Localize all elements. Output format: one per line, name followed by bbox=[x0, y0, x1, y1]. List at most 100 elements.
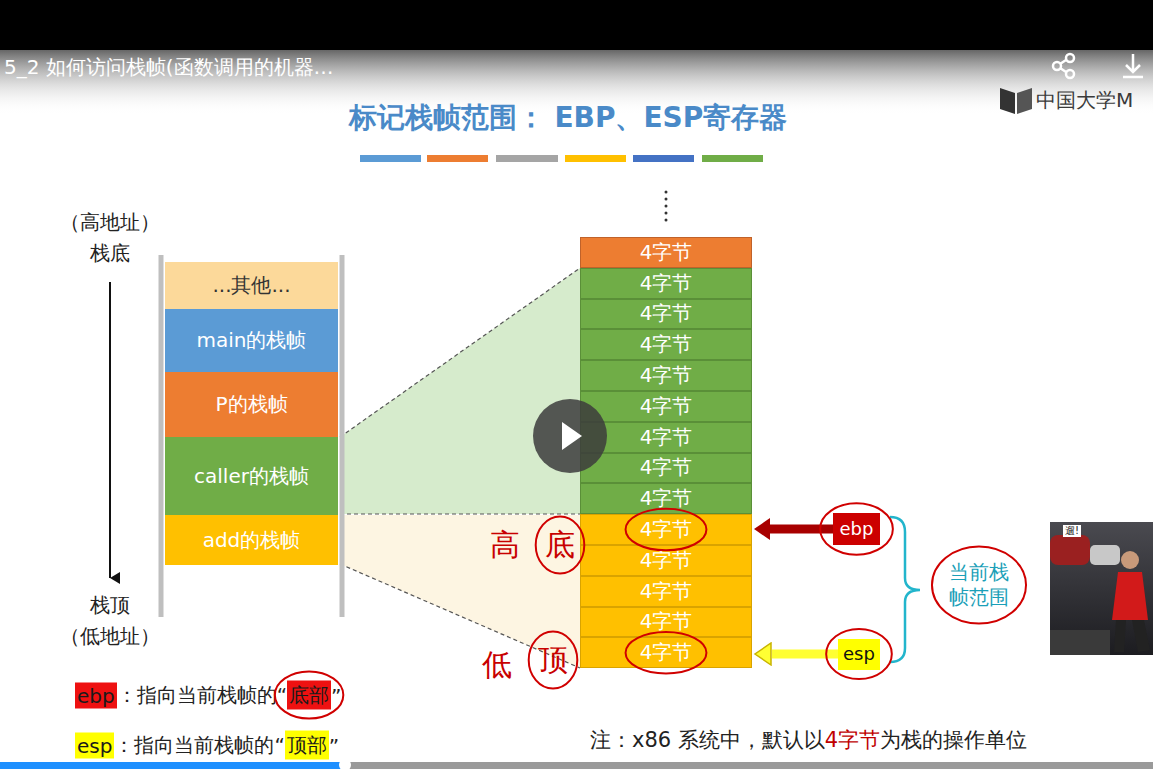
inset-caption: 遛! bbox=[1063, 525, 1081, 537]
node-text: 4字节 bbox=[640, 271, 693, 296]
dot bbox=[665, 212, 668, 215]
handwritten-note: 底 bbox=[545, 527, 575, 563]
growth-arrow bbox=[109, 282, 111, 578]
axis-label: 栈顶 bbox=[90, 593, 130, 617]
stack-cell: 4字节 bbox=[580, 268, 752, 299]
progress-bar bbox=[0, 759, 1153, 769]
node-text: 4字节 bbox=[640, 609, 693, 634]
inset-person bbox=[1114, 620, 1150, 652]
node-text: 4字节 bbox=[640, 640, 693, 665]
node-text: 4字节 bbox=[640, 240, 693, 265]
note-emphasis: 4字节 bbox=[825, 726, 880, 754]
stack-wall bbox=[159, 255, 164, 617]
node-text: caller的栈帧 bbox=[194, 464, 309, 489]
node-text: ...其他... bbox=[212, 273, 290, 298]
register-tag: esp bbox=[838, 639, 880, 670]
node-text: 当前栈帧范围 bbox=[948, 560, 1010, 610]
logo-text: 中国大学M bbox=[1036, 88, 1133, 112]
progress-knob bbox=[339, 759, 351, 769]
mooc-logo bbox=[1000, 88, 1032, 114]
stack-frame: ...其他... bbox=[165, 262, 338, 309]
node-text: 4字节 bbox=[640, 332, 693, 357]
progress-track bbox=[0, 762, 1153, 769]
stack-cell: 4字节 bbox=[580, 453, 752, 484]
stack-cell: 4字节 bbox=[580, 483, 752, 514]
dot bbox=[665, 205, 668, 208]
inset-ground bbox=[1050, 630, 1110, 655]
color-segment bbox=[427, 155, 488, 162]
stack-cell: 4字节 bbox=[580, 299, 752, 330]
stack-frame: P的栈帧 bbox=[165, 372, 338, 437]
stack-cell: 4字节 bbox=[580, 514, 752, 545]
node-text: ebp bbox=[840, 518, 874, 541]
top-bar bbox=[0, 0, 1153, 50]
highlight-word: 顶部 bbox=[285, 731, 329, 760]
color-segment bbox=[360, 155, 421, 162]
share-icon bbox=[1060, 60, 1066, 72]
logo-book bbox=[1000, 88, 1015, 114]
slide-title: 标记栈帧范围： EBP、ESP寄存器 bbox=[349, 99, 788, 137]
handwritten-note: 高 bbox=[490, 527, 520, 563]
logo-book bbox=[1017, 88, 1032, 114]
stack-frame: add的栈帧 bbox=[165, 515, 338, 565]
node-text: 4字节 bbox=[640, 579, 693, 604]
dashed-line bbox=[340, 513, 580, 514]
dot bbox=[665, 219, 668, 222]
note-text: ：指向当前栈帧的“ bbox=[117, 682, 287, 709]
note-text: ” bbox=[329, 733, 339, 757]
range-note: 当前栈帧范围 bbox=[948, 557, 1010, 613]
node-text: add的栈帧 bbox=[203, 528, 301, 553]
node-text: P的栈帧 bbox=[215, 392, 287, 417]
player-icons bbox=[1053, 54, 1143, 78]
share-icon bbox=[1066, 54, 1074, 62]
dot bbox=[665, 198, 668, 201]
stack-cell: 4字节 bbox=[580, 422, 752, 453]
video-title: 5_2 如何访问栈帧(函数调用的机器… bbox=[4, 55, 334, 79]
note-line: ebp：指向当前栈帧的“底部” bbox=[75, 681, 341, 710]
note-line: esp：指向当前栈帧的“顶部” bbox=[75, 731, 339, 760]
ellipsis-dots bbox=[665, 191, 668, 222]
note-text: 注：x86 系统中，默认以 bbox=[590, 726, 825, 754]
node-text: 4字节 bbox=[640, 363, 693, 388]
stack-cell: 4字节 bbox=[580, 237, 752, 268]
axis-label: （高地址） bbox=[60, 210, 160, 234]
node-text: 4字节 bbox=[640, 486, 693, 511]
inset-person bbox=[1112, 572, 1148, 620]
hand-circle bbox=[932, 547, 1026, 624]
stack-wall bbox=[340, 255, 345, 617]
node-text: 4字节 bbox=[640, 455, 693, 480]
note-line: 注：x86 系统中，默认以4字节为栈的操作单位 bbox=[590, 726, 1027, 754]
zoom-shade bbox=[340, 268, 580, 514]
stack-cell: 4字节 bbox=[580, 360, 752, 391]
stack-frame: main的栈帧 bbox=[165, 309, 338, 372]
stack-cell: 4字节 bbox=[580, 329, 752, 360]
dashed-line bbox=[340, 268, 580, 437]
inset-car bbox=[1050, 535, 1090, 565]
stack-cell: 4字节 bbox=[580, 391, 752, 422]
note-text: ” bbox=[331, 683, 341, 707]
color-segment bbox=[702, 155, 763, 162]
video-inset bbox=[1050, 522, 1153, 655]
progress-played bbox=[0, 762, 345, 769]
inset-frame bbox=[1050, 522, 1153, 655]
pointer-arrow bbox=[772, 650, 838, 659]
stack-frame: caller的栈帧 bbox=[165, 437, 338, 515]
stack-cell: 4字节 bbox=[580, 545, 752, 576]
inset-person bbox=[1121, 551, 1139, 569]
handwritten-note: 顶 bbox=[538, 642, 568, 678]
node-text: 4字节 bbox=[640, 548, 693, 573]
play-triangle bbox=[562, 422, 582, 450]
dot bbox=[665, 191, 668, 194]
color-segment bbox=[633, 155, 694, 162]
node-text: main的栈帧 bbox=[197, 328, 307, 353]
stack-cell: 4字节 bbox=[580, 637, 752, 668]
color-segment bbox=[565, 155, 626, 162]
pointer-arrow bbox=[770, 525, 833, 534]
range-bracket bbox=[890, 517, 920, 662]
hand-circle bbox=[820, 503, 893, 554]
share-icon bbox=[1066, 70, 1074, 78]
stack-cell: 4字节 bbox=[580, 607, 752, 638]
download-icon bbox=[1123, 54, 1143, 77]
node-text: 4字节 bbox=[640, 425, 693, 450]
